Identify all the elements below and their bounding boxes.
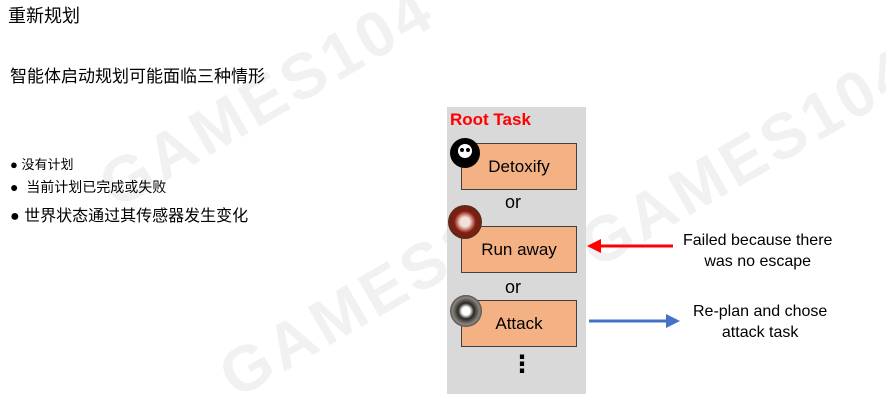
note-line: Failed because there xyxy=(683,232,833,249)
task-label: Attack xyxy=(495,313,543,333)
note-line: Re-plan and chose xyxy=(693,303,828,320)
bullet-item: ● 当前计划已完成或失败 xyxy=(10,179,167,195)
bullet-text: 没有计划 xyxy=(21,157,74,172)
fear-emblem-icon xyxy=(448,205,482,239)
subtitle: 智能体启动规划可能面临三种情形 xyxy=(10,67,265,86)
task-attack: Attack xyxy=(461,300,577,347)
failed-note: Failed because there was no escape xyxy=(683,230,832,272)
task-detoxify: Detoxify xyxy=(461,143,577,190)
failed-arrow xyxy=(587,239,673,253)
replan-arrow xyxy=(589,314,680,328)
note-line: attack task xyxy=(721,324,799,341)
note-line: was no escape xyxy=(704,253,812,270)
or-separator: or xyxy=(505,277,522,297)
ellipsis: ⋮ xyxy=(510,351,534,378)
page-title: 重新规划 xyxy=(8,6,80,26)
root-task-label: Root Task xyxy=(450,110,531,129)
replan-note: Re-plan and chose attack task xyxy=(693,301,827,343)
bullet-item: ● 没有计划 xyxy=(10,157,74,172)
bullet-text: 当前计划已完成或失败 xyxy=(26,179,167,195)
task-run-away: Run away xyxy=(461,226,577,273)
or-separator: or xyxy=(505,192,522,212)
task-label: Detoxify xyxy=(488,156,550,176)
task-label: Run away xyxy=(481,239,557,259)
poison-skull-icon xyxy=(450,138,480,168)
bullet-text: 世界状态通过其传感器发生变化 xyxy=(24,208,249,225)
skull-emblem-icon xyxy=(450,295,482,327)
bullet-item: ● 世界状态通过其传感器发生变化 xyxy=(10,208,249,225)
